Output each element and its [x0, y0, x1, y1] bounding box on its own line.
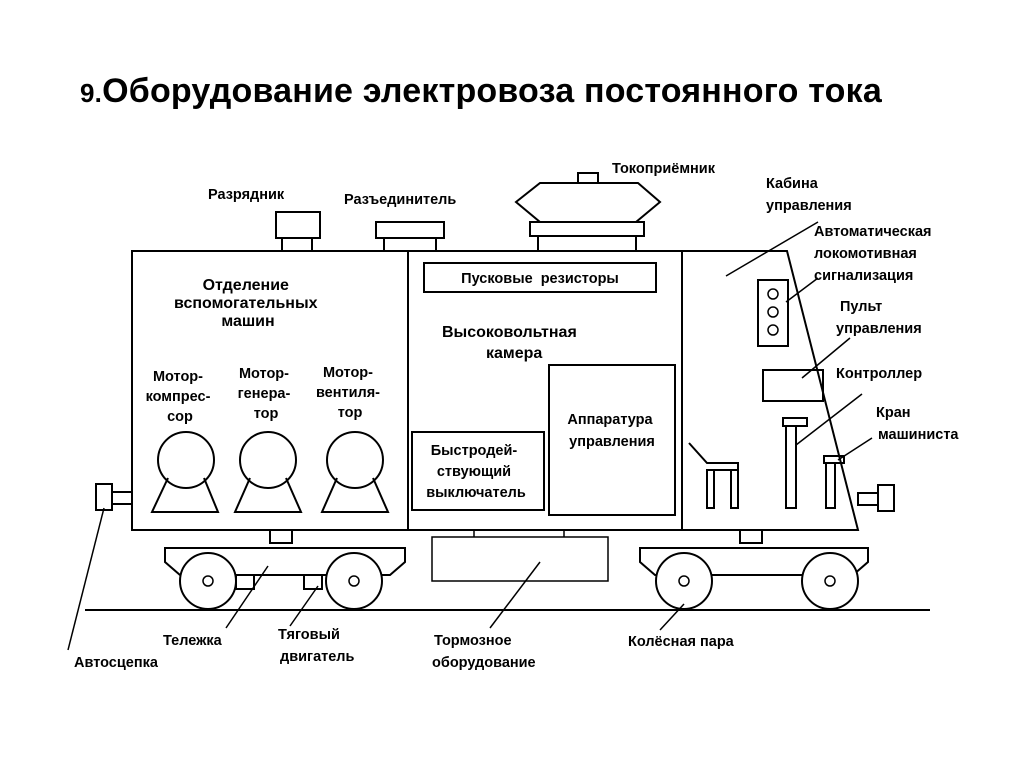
pantograph-base-bottom [537, 235, 637, 252]
motor-kompressor-shape [150, 431, 220, 513]
kran-post [825, 462, 836, 509]
label-avtoscepka: Автосцепка [74, 655, 159, 671]
leader-tormoznoe [489, 561, 541, 629]
alsn-light-2 [767, 306, 779, 318]
telezhka-left [164, 547, 406, 610]
razyedinitel-shape [375, 221, 445, 239]
pantograph-frame [514, 182, 662, 223]
label-kran: Кран машиниста [876, 405, 959, 443]
leader-telezhka [225, 565, 269, 629]
label-telezhka: Тележка [163, 633, 223, 649]
leader-avtoscepka [67, 507, 105, 651]
label-kontroller: Контроллер [836, 366, 922, 382]
title-number: 9. [80, 78, 103, 108]
pantograph-base-top [529, 221, 645, 237]
razyedinitel-base [383, 237, 437, 252]
leader-kabina [725, 221, 819, 277]
motor-generator-shape [233, 431, 303, 513]
label-motor-generator: Мотор- генера- тор [238, 366, 295, 422]
label-bystrodeystvuyushchiy: Быстродей- ствующий выключатель [426, 443, 526, 501]
apparatura-box [548, 364, 676, 516]
label-tyagovyy: Тяговый двигатель [278, 627, 355, 665]
avtoscepka-right [857, 484, 895, 512]
tormoznoe-box [431, 536, 609, 582]
leader-kolesnaya [659, 603, 685, 631]
label-tokopriemnik: Токоприёмник [612, 161, 716, 177]
leader-kran [837, 437, 873, 461]
label-razyedinitel: Разъединитель [344, 192, 456, 208]
razryadnik-shape [275, 211, 321, 239]
pult-box [762, 369, 824, 402]
label-kolesnaya: Колёсная пара [628, 634, 735, 650]
pivot-right [739, 529, 763, 544]
alsn-light-1 [767, 288, 779, 300]
label-apparatura: Аппаратура управления [567, 412, 656, 450]
alsn-box [757, 279, 789, 347]
alsn-light-3 [767, 324, 779, 336]
label-otdelenie: Отделение вспомогательных машин [174, 277, 322, 330]
pivot-left [269, 529, 293, 544]
label-tormoznoe: Тормозное оборудование [432, 633, 536, 671]
chair-shape [688, 442, 739, 509]
label-motor-ventilyator: Мотор- вентиля- тор [316, 365, 384, 421]
label-pult: Пульт управления [836, 299, 922, 337]
motor-ventilyator-shape [320, 431, 390, 513]
label-razryadnik: Разрядник [208, 187, 285, 203]
label-motor-kompressor: Мотор- компрес- сор [146, 369, 215, 425]
puskovye-box [423, 262, 657, 293]
label-puskovye: Пусковые резисторы [461, 271, 619, 287]
label-kabina: Кабина управления [766, 176, 852, 214]
leader-alsn [785, 277, 819, 303]
avtoscepka-left [95, 483, 133, 511]
leader-pult [801, 337, 851, 379]
pantograph-head [577, 172, 599, 184]
telezhka-right [639, 547, 869, 610]
bystrodeystvuyushchiy-box [411, 431, 545, 511]
label-alsn: Автоматическая локомотивная сигнализация [814, 224, 936, 284]
label-vv-kamera: Высоковольтная камера [442, 324, 581, 362]
kontroller-post [785, 425, 797, 509]
razryadnik-base [281, 237, 313, 252]
title-text: Оборудование электровоза постоянного ток… [102, 72, 882, 110]
page-title: 9.Оборудование электровоза постоянного т… [80, 72, 980, 111]
kontroller-top [782, 417, 808, 427]
leader-tyagovyy [289, 585, 319, 627]
leader-kontroller [795, 393, 863, 446]
